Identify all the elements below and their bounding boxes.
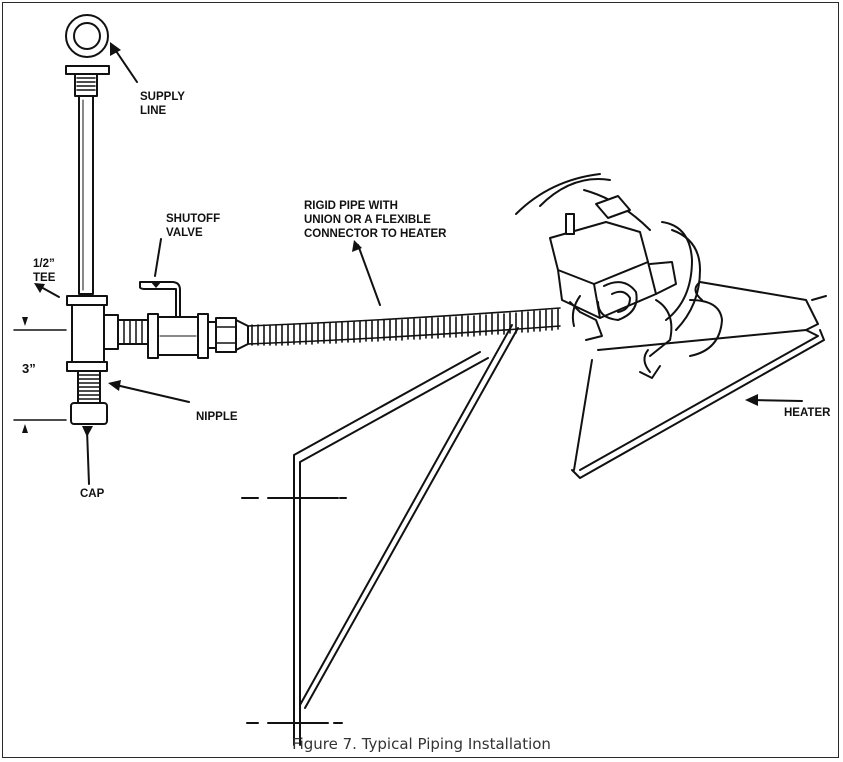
tee-fitting	[66, 295, 119, 372]
supply-elbow	[65, 14, 110, 97]
mounting-bracket	[241, 324, 519, 746]
nipple	[77, 370, 101, 404]
label-tee: 1/2” TEE	[33, 258, 56, 284]
label-heater: HEATER	[784, 407, 831, 419]
heater-body	[515, 173, 827, 479]
supply-pipe	[78, 95, 94, 295]
cap	[70, 402, 108, 425]
union-fitting	[207, 317, 249, 353]
label-rigid-pipe: RIGID PIPE WITH UNION OR A FLEXIBLE CONN…	[304, 200, 447, 240]
label-dimension: 3”	[22, 361, 36, 376]
figure-caption: Figure 7. Typical Piping Installation	[292, 735, 551, 753]
gas-control-valve	[549, 195, 677, 357]
arrow-heads	[22, 42, 758, 437]
flexible-connector	[247, 307, 561, 346]
label-supply-line: SUPPLY LINE	[140, 91, 185, 117]
shutoff-valve-body	[139, 281, 209, 359]
pointer-arrows	[13, 47, 803, 485]
label-nipple: NIPPLE	[196, 411, 238, 423]
label-cap: CAP	[80, 488, 105, 500]
horizontal-nipple	[117, 319, 149, 345]
label-shutoff-valve: SHUTOFF VALVE	[166, 213, 221, 239]
